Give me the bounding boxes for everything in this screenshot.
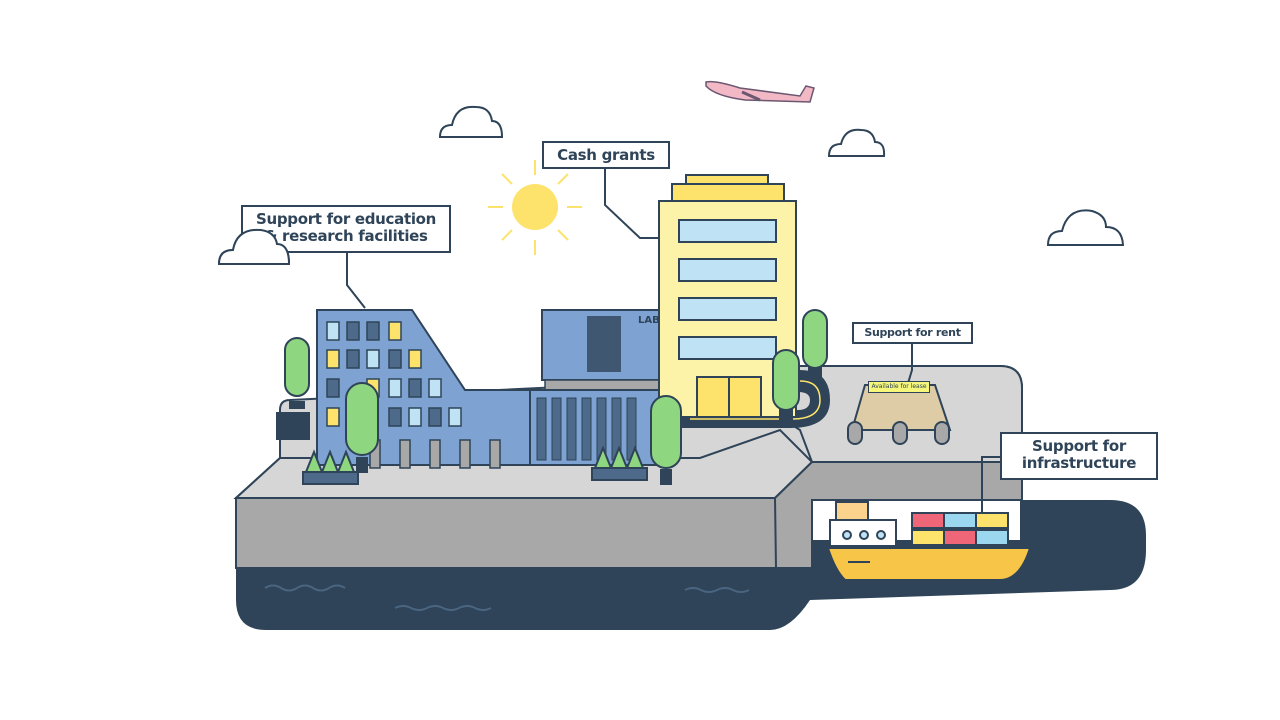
label-cash-grants: Cash grants <box>542 141 670 169</box>
trees <box>284 309 828 485</box>
clouds <box>438 105 1125 246</box>
label-rent: Support for rent <box>852 322 973 344</box>
sun <box>488 160 582 255</box>
ground-side <box>235 497 777 569</box>
lab-sign: LAB <box>638 315 660 326</box>
dock-wall <box>773 461 1023 569</box>
label-infrastructure: Support for infrastructure <box>1000 432 1158 480</box>
lease-sign: Available for lease <box>868 381 930 393</box>
label-education-line2: & research facilities <box>264 227 428 246</box>
cargo-ship <box>826 501 1032 581</box>
label-infrastructure-line1: Support for <box>1032 437 1126 455</box>
label-education-research: Support for education & research facilit… <box>241 205 451 253</box>
label-education-line1: Support for education <box>255 210 437 228</box>
road <box>276 412 310 440</box>
airplane <box>705 80 815 103</box>
label-infrastructure-line2: infrastructure <box>1021 454 1137 473</box>
water-waves <box>264 584 750 611</box>
rental-space <box>847 384 952 445</box>
